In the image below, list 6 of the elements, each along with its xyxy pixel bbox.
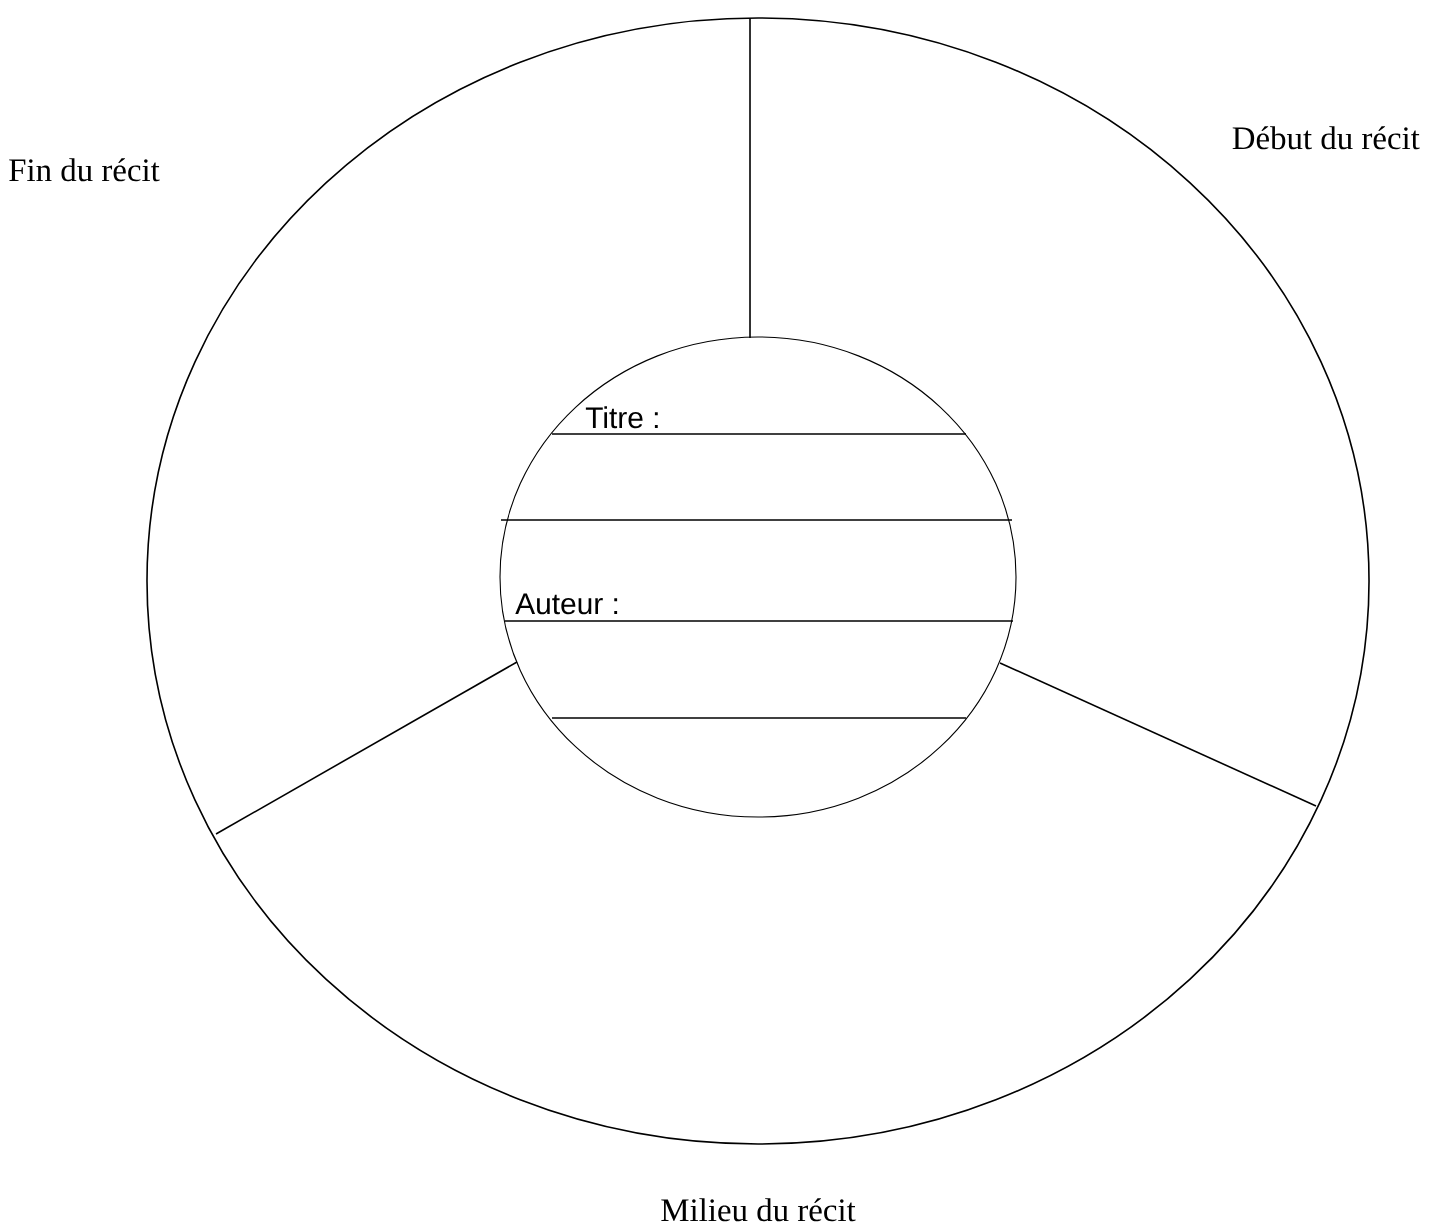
answer-circle bbox=[499, 336, 1017, 818]
section-label: Fin du récit bbox=[9, 158, 160, 182]
field-label: Auteur : bbox=[515, 593, 618, 615]
section-label: Début du récit bbox=[1232, 126, 1420, 150]
section-label: Milieu du récit bbox=[661, 1198, 856, 1222]
field-label: Titre : bbox=[585, 406, 658, 429]
